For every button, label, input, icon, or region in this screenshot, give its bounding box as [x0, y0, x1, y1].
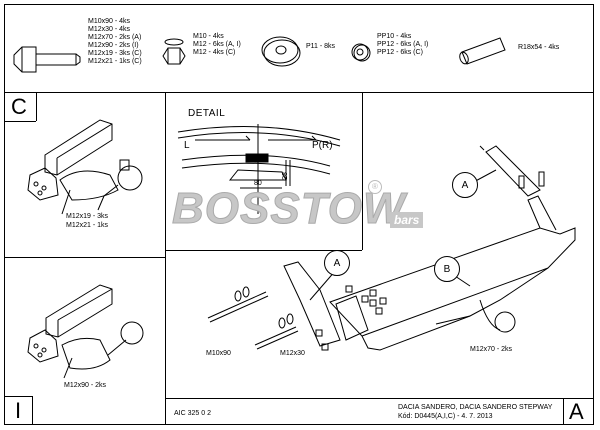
part-code-date: Kód: D0445(A,I,C) - 4. 7. 2013	[398, 413, 493, 420]
panel-c-letter: C	[11, 94, 27, 119]
footer-divider	[165, 398, 594, 399]
drawing-code: AIC 325 0 2	[174, 410, 211, 417]
header-divider	[4, 92, 594, 93]
label-m12x70: M12x70 - 2ks	[470, 346, 513, 353]
bolt-spec-6: M12x21 - 1ks (C)	[88, 58, 142, 65]
washer-icon	[261, 36, 301, 67]
bolt-spec-2: M12x30 - 4ks	[88, 26, 131, 33]
nut-spec-1: M10 - 4ks	[193, 33, 224, 40]
detail-right-label: P(R)	[312, 140, 333, 151]
spacer-tube-icon	[459, 37, 506, 65]
drawing-frame	[4, 4, 594, 425]
vehicle-name: DACIA SANDERO, DACIA SANDERO STEPWAY	[398, 404, 553, 411]
detail-dim-80: 80	[254, 180, 262, 187]
spring-washer-icon	[351, 43, 371, 62]
washer-spec: P11 - 8ks	[306, 43, 336, 50]
logo-bars-badge: bars	[390, 212, 424, 228]
bosstow-logo: BOSSTOW	[172, 184, 406, 234]
callout-a-top: A	[452, 172, 478, 198]
bolt-spec-5: M12x19 - 3ks (C)	[88, 50, 142, 57]
label-m12x30: M12x30	[280, 350, 305, 357]
bolt-spec-3: M12x70 - 2ks (A)	[88, 34, 142, 41]
hitch-ball-i-drawing	[27, 284, 144, 379]
spacer-spec: R18x54 - 4ks	[518, 44, 560, 51]
corner-letter-a: A	[569, 399, 584, 424]
spring-washer-spec-3: PP12 - 6ks (C)	[377, 49, 423, 56]
bolt-spec-1: M10x90 - 4ks	[88, 18, 131, 25]
panel-c-label-1: M12x19 - 3ks	[66, 213, 109, 220]
label-m10x90: M10x90	[206, 350, 231, 357]
footer-corner-divider	[563, 398, 564, 425]
spring-washer-spec-1: PP10 - 4ks	[377, 33, 412, 40]
panel-i-label: M12x90 - 2ks	[64, 382, 107, 389]
detail-right-border	[362, 92, 363, 250]
detail-left-label: L	[184, 140, 190, 151]
left-column-divider	[165, 92, 166, 425]
bolt-icon	[13, 46, 81, 73]
detail-title: DETAIL	[188, 108, 226, 119]
detail-bottom-border	[165, 250, 362, 251]
nut-icon	[162, 38, 186, 65]
logo-registered-mark: ®	[368, 180, 382, 194]
left-panel-divider	[4, 257, 165, 258]
detail-clamp-block	[245, 153, 269, 163]
nut-spec-3: M12 - 4ks (C)	[193, 49, 236, 56]
detail-profile-drawing	[177, 124, 341, 214]
towbar-assembly-drawing	[207, 145, 576, 351]
hitch-ball-c-drawing	[27, 119, 143, 215]
spring-washer-spec-2: PP12 - 6ks (A, I)	[377, 41, 429, 48]
detail-dim-28: 28	[281, 172, 289, 180]
callout-b: B	[434, 256, 460, 282]
nut-spec-2: M12 - 6ks (A, I)	[193, 41, 241, 48]
panel-i-letter: I	[15, 398, 22, 423]
panel-c-label-2: M12x21 - 1ks	[66, 222, 109, 229]
bolt-spec-4: M12x90 - 2ks (I)	[88, 42, 139, 49]
callout-a-bracket: A	[324, 250, 350, 276]
